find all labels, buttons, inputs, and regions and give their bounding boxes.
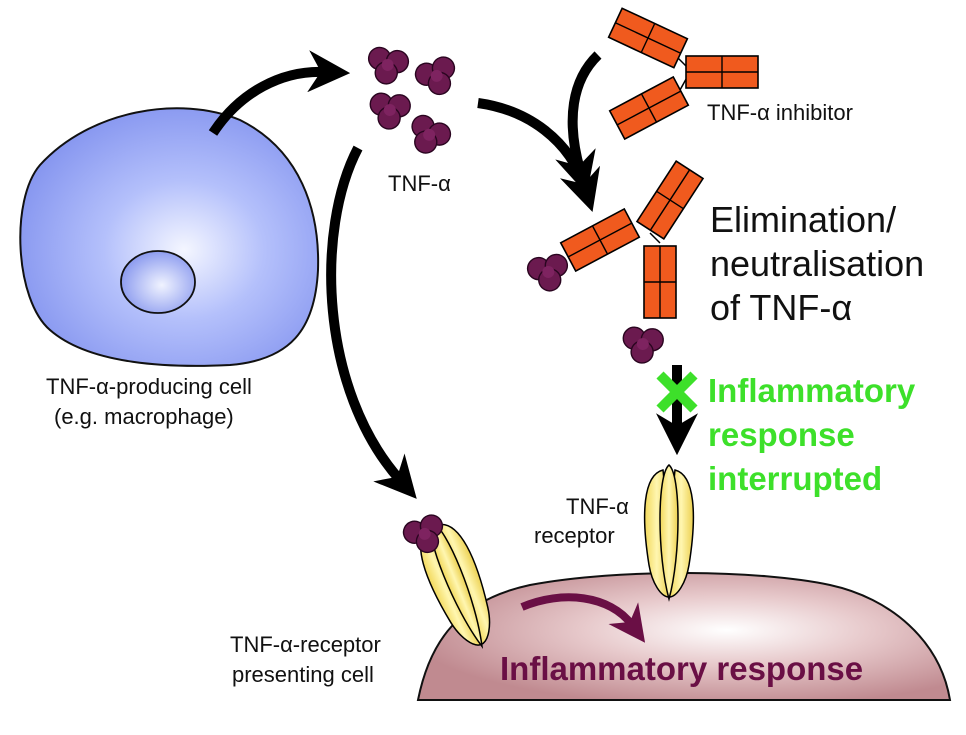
elimination-label-3: of TNF-α bbox=[710, 287, 852, 328]
inhibitor-tnf-complex bbox=[525, 160, 704, 366]
receptor-label-2: receptor bbox=[534, 523, 615, 548]
inflammatory-response-label: Inflammatory response bbox=[500, 650, 863, 687]
arrow-inhibitor-down bbox=[555, 51, 602, 195]
producing-cell-label-1: TNF-α-producing cell bbox=[46, 374, 252, 399]
inflammatory-response-arrow bbox=[520, 593, 646, 643]
x-mark-icon bbox=[656, 371, 698, 413]
cell-nucleus bbox=[120, 250, 196, 314]
presenting-cell-label-1: TNF-α-receptor bbox=[230, 632, 381, 657]
arrow-tnf-to-presenting-cell bbox=[326, 145, 417, 499]
elimination-label-2: neutralisation bbox=[710, 243, 924, 284]
presenting-cell-label-2: presenting cell bbox=[232, 662, 374, 687]
tnf-alpha-molecules bbox=[363, 45, 463, 162]
tnf-receptor-right bbox=[643, 464, 695, 600]
tnf-alpha-label: TNF-α bbox=[388, 171, 451, 196]
tnf-producing-cell bbox=[19, 107, 320, 367]
tnf-inhibitor-free bbox=[607, 7, 759, 140]
producing-cell-label-2: (e.g. macrophage) bbox=[54, 404, 234, 429]
tnf-inhibitor-label: TNF-α inhibitor bbox=[707, 100, 853, 125]
arrow-cell-to-tnf bbox=[208, 50, 351, 136]
interrupted-label-2: response bbox=[708, 416, 855, 453]
elimination-label-1: Elimination/ bbox=[710, 199, 896, 240]
interrupted-label-3: interrupted bbox=[708, 460, 882, 497]
receptor-label-1: TNF-α bbox=[566, 494, 629, 519]
interrupted-label-1: Inflammatory bbox=[708, 372, 916, 409]
